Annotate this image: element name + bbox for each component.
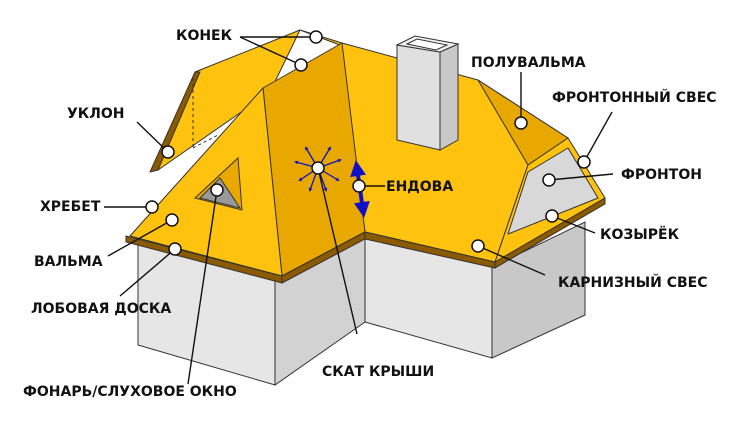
dot-hrebet [145,200,159,214]
label-skat: СКАТ КРЫШИ [322,364,434,380]
label-fronton: ФРОНТОН [621,167,702,183]
chimney-hole [405,38,449,51]
dot-frontonny-svs [577,155,591,169]
dot-konek-1 [309,30,323,44]
dot-endova [352,179,366,193]
labels: КОНЕК УКЛОН ХРЕБЕТ ВАЛЬМА ЛОБОВАЯ ДОСКА … [23,28,717,400]
dot-uklon [161,145,175,159]
fascia-middle [364,231,496,269]
fronton [507,147,599,235]
dot-kozyrek [545,209,559,223]
chimney-side [439,43,459,151]
callout-dots [145,30,591,256]
dot-valma [165,213,179,227]
label-uklon: УКЛОН [67,106,124,122]
dot-fonar [210,183,224,197]
dot-fronton [542,173,556,187]
label-frontonny-svs: ФРОНТОННЫЙ СВЕС [552,89,717,106]
callout-lines [104,36,614,385]
dot-karniz [471,239,485,253]
label-konek: КОНЕК [176,28,233,44]
label-lobovaya-doska: ЛОБОВАЯ ДОСКА [31,301,171,317]
chimney-front [396,44,441,151]
dot-skat [311,161,325,175]
dot-konek-2 [294,58,308,72]
label-poluvalma: ПОЛУВАЛЬМА [471,55,586,71]
label-fonar: ФОНАРЬ/СЛУХОВОЕ ОКНО [23,384,237,400]
label-endova: ЕНДОВА [386,179,453,195]
label-karniz: КАРНИЗНЫЙ СВЕС [558,274,708,291]
label-valma: ВАЛЬМА [34,254,103,270]
dot-lobovaya [168,242,182,256]
label-hrebet: ХРЕБЕТ [40,199,101,215]
dot-poluvalma [514,116,528,130]
label-kozyrek: КОЗЫРЁК [600,226,680,243]
slope-guide [192,78,219,149]
fascia-boards [125,197,606,284]
chimney [395,35,460,151]
